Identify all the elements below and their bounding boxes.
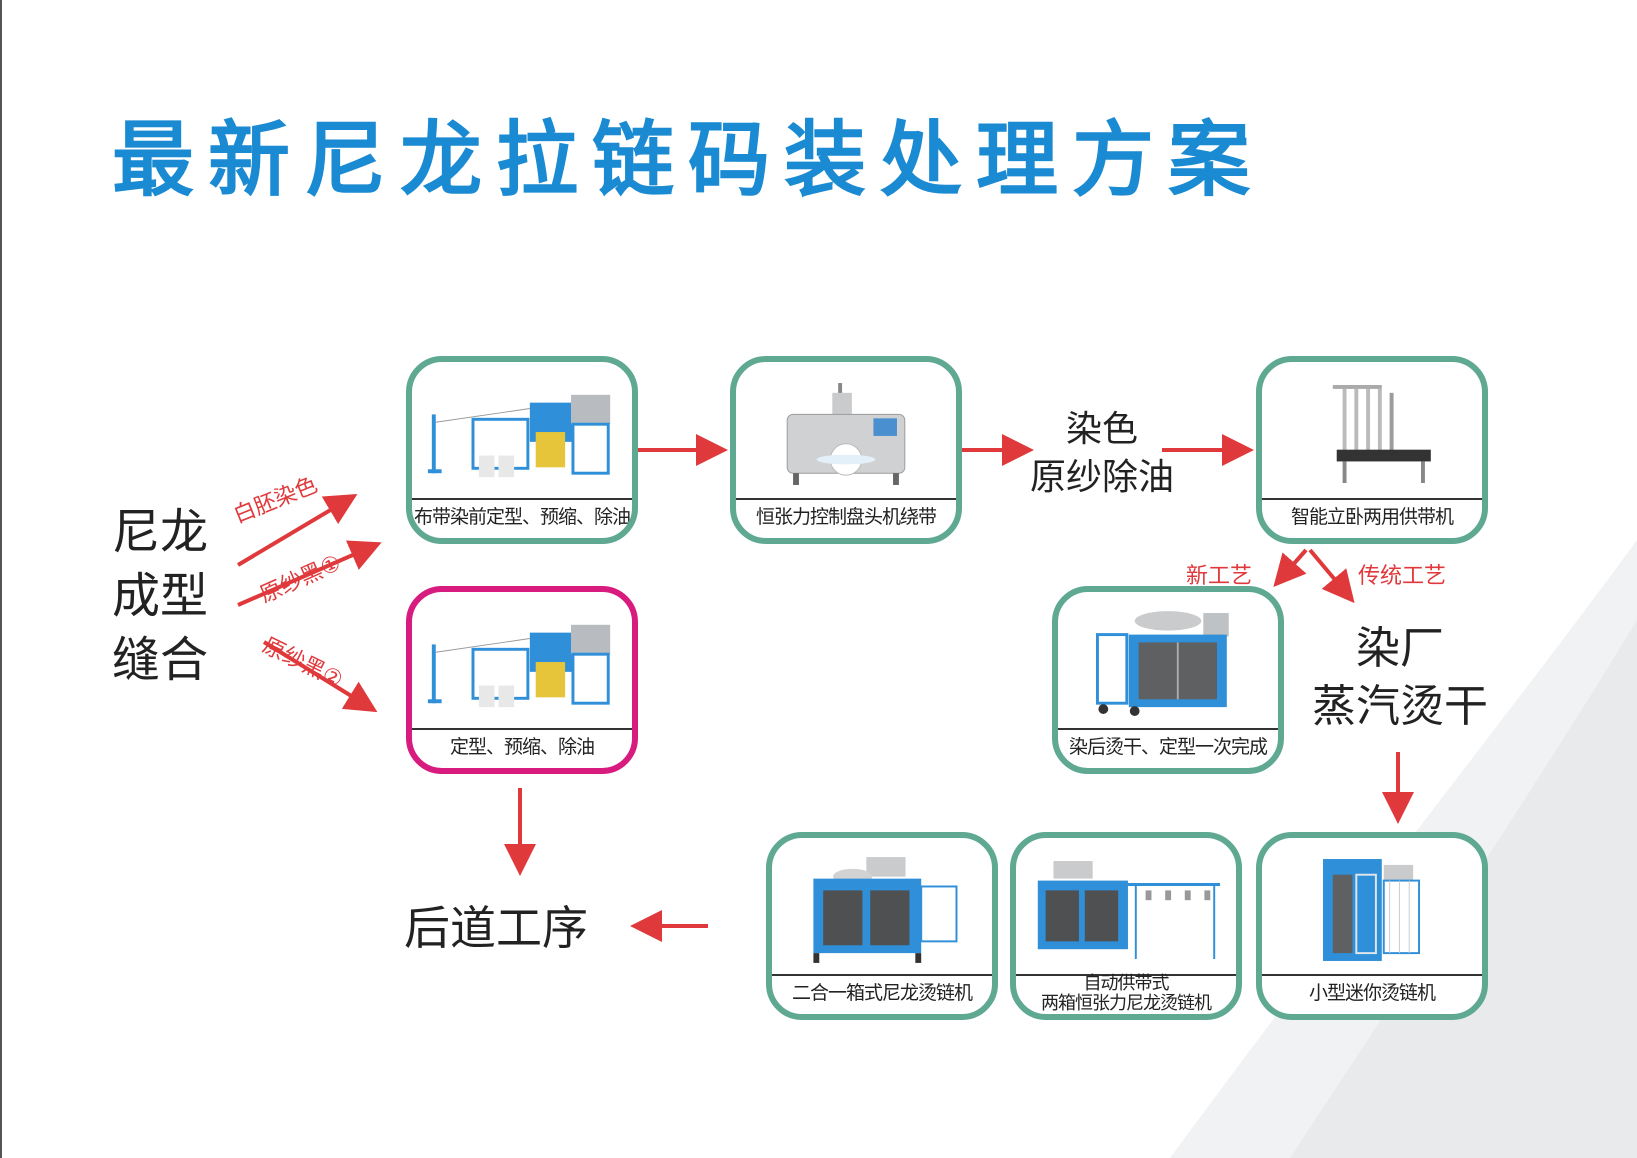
card-caption: 小型迷你烫链机	[1308, 982, 1436, 1004]
card-caption: 恒张力控制盘头机绕带	[755, 506, 937, 528]
arrow-traditional-process	[1308, 548, 1355, 604]
dye-node-line1: 染色	[1066, 409, 1139, 450]
dye-node: 染色 原纱除油	[1030, 406, 1174, 502]
dyehouse-node: 染厂 蒸汽烫干	[1312, 620, 1488, 736]
card-caption: 二合一箱式尼龙烫链机	[791, 982, 973, 1004]
card-caption: 自动供带式 两箱恒张力尼龙烫链机	[1016, 974, 1236, 1014]
arrow-raw-black-1	[237, 540, 382, 607]
dye-node-line2: 原纱除油	[1030, 457, 1175, 498]
card-coil-winder: 恒张力控制盘头机绕带	[730, 356, 962, 544]
arrow-white-dye	[236, 493, 358, 567]
card-divider	[1016, 974, 1236, 976]
page-title: 最新尼龙拉链码装处理方案	[112, 113, 1265, 208]
left-edge-rule	[0, 0, 2, 1158]
card-divider	[1058, 728, 1278, 730]
start-node-line2: 成型	[112, 568, 209, 624]
card-caption: 染后烫干、定型一次完成	[1068, 736, 1268, 758]
card-divider	[736, 498, 956, 500]
card-divider	[1262, 498, 1482, 500]
card-divider	[772, 974, 992, 976]
card-divider	[412, 498, 632, 500]
card-caption: 布带染前定型、预缩、除油	[413, 506, 631, 528]
start-node-line1: 尼龙	[112, 504, 209, 560]
card-caption-line2: 两箱恒张力尼龙烫链机	[1041, 993, 1212, 1014]
start-node-line3: 缝合	[112, 632, 209, 688]
setting-line-machine-icon	[424, 372, 620, 496]
card-mini-ironing: 小型迷你烫链机	[1256, 832, 1488, 1020]
dryer-machine-icon	[1070, 602, 1266, 726]
arrow-new-process	[1273, 548, 1308, 587]
mini-ironing-machine-icon	[1274, 848, 1470, 972]
card-post-dye-dryer: 染后烫干、定型一次完成	[1052, 586, 1284, 774]
new-process-label: 新工艺	[1186, 564, 1253, 589]
dyehouse-node-line1: 染厂	[1356, 623, 1444, 674]
card-caption-line1: 自动供带式	[1083, 973, 1170, 994]
card-setting-black: 定型、预缩、除油	[406, 586, 638, 774]
arrow-raw-black-2	[262, 640, 378, 713]
dyehouse-node-line2: 蒸汽烫干	[1312, 681, 1488, 732]
two-box-ironing-machine-icon	[1028, 848, 1224, 972]
card-caption: 定型、预缩、除油	[449, 736, 595, 758]
card-two-box-auto: 自动供带式 两箱恒张力尼龙烫链机	[1010, 832, 1242, 1020]
card-divider	[1262, 974, 1482, 976]
start-node: 尼龙 成型 缝合	[112, 500, 208, 692]
tape-supplier-icon	[1274, 372, 1470, 496]
box-ironing-machine-icon	[784, 848, 980, 972]
setting-line-machine-icon	[424, 602, 620, 726]
card-tape-supplier: 智能立卧两用供带机	[1256, 356, 1488, 544]
card-pre-dye-setting: 布带染前定型、预缩、除油	[406, 356, 638, 544]
coil-winder-icon	[748, 372, 944, 496]
end-node: 后道工序	[404, 901, 588, 955]
card-caption: 智能立卧两用供带机	[1290, 506, 1454, 528]
traditional-process-label: 传统工艺	[1358, 564, 1447, 589]
card-two-in-one-box: 二合一箱式尼龙烫链机	[766, 832, 998, 1020]
card-divider	[412, 728, 632, 730]
